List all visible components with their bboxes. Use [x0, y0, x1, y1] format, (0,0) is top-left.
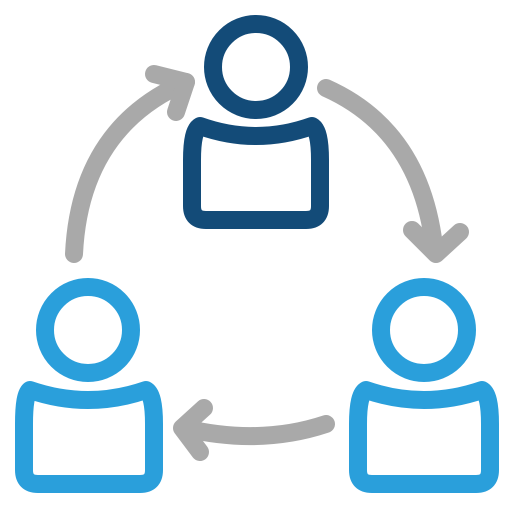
bottom-right-person-body [349, 381, 499, 493]
arrow-top-right-head [403, 221, 469, 263]
arrow-left-shaft [65, 73, 195, 263]
arrow-top-right [317, 79, 469, 263]
arrow-bottom [173, 399, 335, 461]
bottom-right-person-icon [349, 278, 499, 493]
arrow-left-head [145, 65, 195, 121]
top-person-body [183, 117, 329, 229]
arrow-left [65, 65, 195, 263]
bottom-left-person-body [15, 381, 163, 493]
bottom-left-person-icon [15, 278, 163, 493]
top-person-head [204, 15, 308, 119]
arrow-bottom-shaft [175, 415, 335, 446]
bottom-right-person-head [372, 278, 476, 382]
arrow-bottom-head [173, 399, 213, 461]
arrow-top-right-shaft [317, 79, 443, 255]
top-person-icon [183, 15, 329, 229]
bottom-left-person-head [36, 278, 140, 382]
